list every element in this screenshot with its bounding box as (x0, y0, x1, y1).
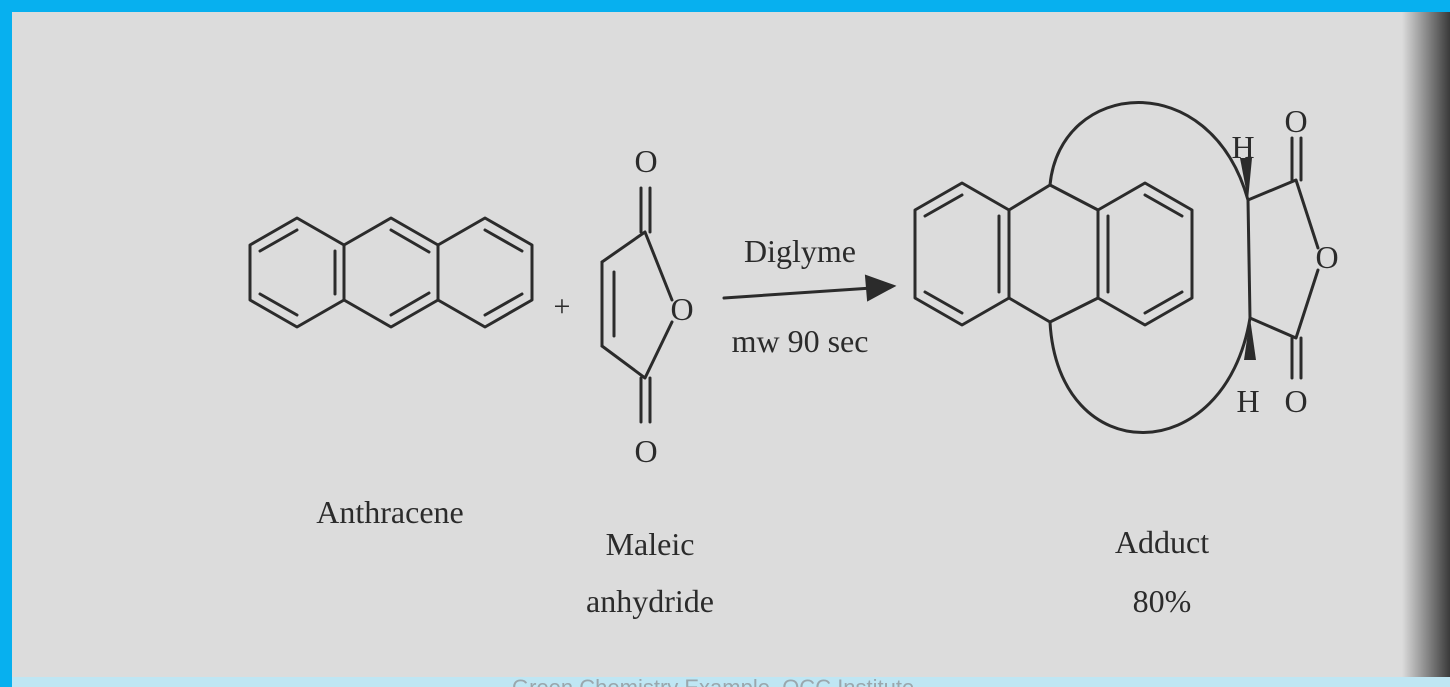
oxygen-atom: O (634, 433, 657, 469)
oxygen-atom: O (1315, 239, 1338, 275)
oxygen-atom: O (1284, 383, 1307, 419)
plus-sign: + (554, 290, 571, 323)
reaction-arrow (722, 274, 897, 302)
product-yield: 80% (1133, 583, 1192, 619)
oxygen-atom: O (670, 291, 693, 327)
adduct-structure (913, 101, 1320, 434)
footer-caption: Green Chemistry Example, OCC Institute (512, 677, 914, 687)
maleic-label: Maleic (606, 526, 695, 562)
solvent-label: Diglyme (744, 233, 856, 269)
scanned-page (12, 12, 1450, 677)
oxygen-atom: O (1284, 103, 1307, 139)
maleic-anhydride-structure (600, 186, 674, 424)
footer-strip: Green Chemistry Example, OCC Institute (12, 677, 1450, 687)
anthracene-label: Anthracene (316, 494, 463, 530)
anthracene-structure (248, 216, 534, 329)
hydrogen-atom: H (1231, 129, 1254, 165)
oxygen-atom: O (634, 143, 657, 179)
condition-label: mw 90 sec (732, 323, 869, 359)
page-edge-shadow (1402, 12, 1450, 677)
product-label: Adduct (1115, 524, 1209, 560)
hydrogen-atom: H (1236, 383, 1259, 419)
maleic-label: anhydride (586, 583, 714, 619)
